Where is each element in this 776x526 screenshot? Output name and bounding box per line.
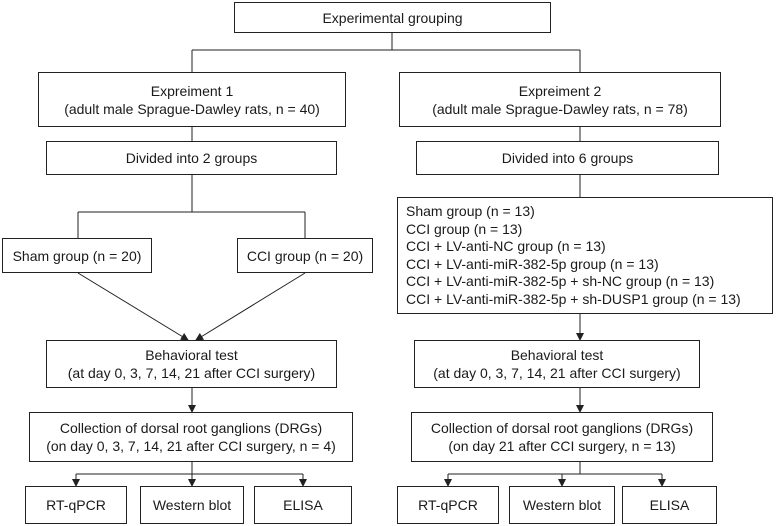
exp2-group-item: CCI + LV-anti-NC group (n = 13) — [406, 238, 606, 254]
exp2-subtitle: (adult male Sprague-Dawley rats, n = 78) — [432, 100, 688, 117]
exp1-elisa-box: ELISA — [254, 486, 352, 524]
exp2-group-item: CCI + LV-anti-miR-382-5p + sh-DUSP1 grou… — [406, 290, 741, 307]
exp2-divided-label: Divided into 6 groups — [501, 150, 634, 166]
exp2-western-label: Western blot — [522, 497, 602, 513]
exp1-western-box: Western blot — [140, 486, 244, 524]
exp1-cci-arrow — [195, 272, 306, 341]
exp2-behavior-box: Behavioral test (at day 0, 3, 7, 14, 21 … — [414, 340, 700, 388]
exp1-rtqpcr-box: RT-qPCR — [25, 486, 127, 524]
root-box: Experimental grouping — [234, 2, 551, 33]
exp2-behavior-detail: (at day 0, 3, 7, 14, 21 after CCI surger… — [433, 365, 681, 381]
exp1-cci-label: CCI group (n = 20) — [246, 247, 364, 264]
exp2-title: Expreiment 2 — [518, 82, 602, 99]
exp1-sham-arrow — [77, 272, 189, 341]
exp2-rtqpcr-label: RT-qPCR — [418, 497, 478, 513]
root-label: Experimental grouping — [322, 9, 463, 26]
exp2-behavior-title: Behavioral test — [510, 347, 604, 363]
exp1-title: Expreiment 1 — [150, 82, 234, 99]
exp1-divided-box: Divided into 2 groups — [46, 141, 337, 175]
exp1-collection-title: Collection of dorsal root ganglions (DRG… — [59, 420, 323, 436]
exp1-divided-label: Divided into 2 groups — [125, 150, 258, 166]
exp2-elisa-box: ELISA — [622, 486, 717, 524]
exp1-collection-box: Collection of dorsal root ganglions (DRG… — [29, 412, 353, 462]
exp2-box: Expreiment 2 (adult male Sprague-Dawley … — [399, 72, 721, 127]
exp2-rtqpcr-box: RT-qPCR — [397, 486, 499, 524]
exp2-divided-box: Divided into 6 groups — [416, 141, 719, 175]
exp1-collection-detail: (on day 0, 3, 7, 14, 21 after CCI surger… — [46, 438, 336, 454]
exp2-collection-detail: (on day 21 after CCI surgery, n = 13) — [448, 438, 676, 454]
exp2-western-box: Western blot — [509, 486, 615, 524]
exp1-box: Expreiment 1 (adult male Sprague-Dawley … — [38, 72, 346, 127]
exp2-group-item: CCI group (n = 13) — [406, 220, 523, 237]
exp1-behavior-box: Behavioral test (at day 0, 3, 7, 14, 21 … — [46, 340, 337, 388]
exp2-groups-box: Sham group (n = 13) CCI group (n = 13) C… — [397, 197, 773, 314]
exp1-behavior-title: Behavioral test — [145, 347, 238, 363]
exp2-collection-box: Collection of dorsal root ganglions (DRG… — [411, 412, 713, 462]
exp2-group-item: CCI + LV-anti-miR-382-5p group (n = 13) — [406, 255, 659, 272]
exp2-group-item: Sham group (n = 13) — [406, 203, 535, 219]
exp1-subtitle: (adult male Sprague-Dawley rats, n = 40) — [64, 100, 320, 117]
exp1-sham-label: Sham group (n = 20) — [12, 247, 142, 264]
exp1-rtqpcr-label: RT-qPCR — [46, 497, 106, 513]
exp1-cci-box: CCI group (n = 20) — [237, 238, 373, 273]
exp2-collection-title: Collection of dorsal root ganglions (DRG… — [430, 420, 694, 436]
exp2-group-item: CCI + LV-anti-miR-382-5p + sh-NC group (… — [406, 273, 715, 289]
exp2-elisa-label: ELISA — [649, 497, 690, 513]
exp1-behavior-detail: (at day 0, 3, 7, 14, 21 after CCI surger… — [67, 365, 316, 381]
exp1-elisa-label: ELISA — [283, 497, 323, 513]
exp1-sham-box: Sham group (n = 20) — [2, 238, 152, 273]
exp1-western-label: Western blot — [152, 497, 232, 513]
